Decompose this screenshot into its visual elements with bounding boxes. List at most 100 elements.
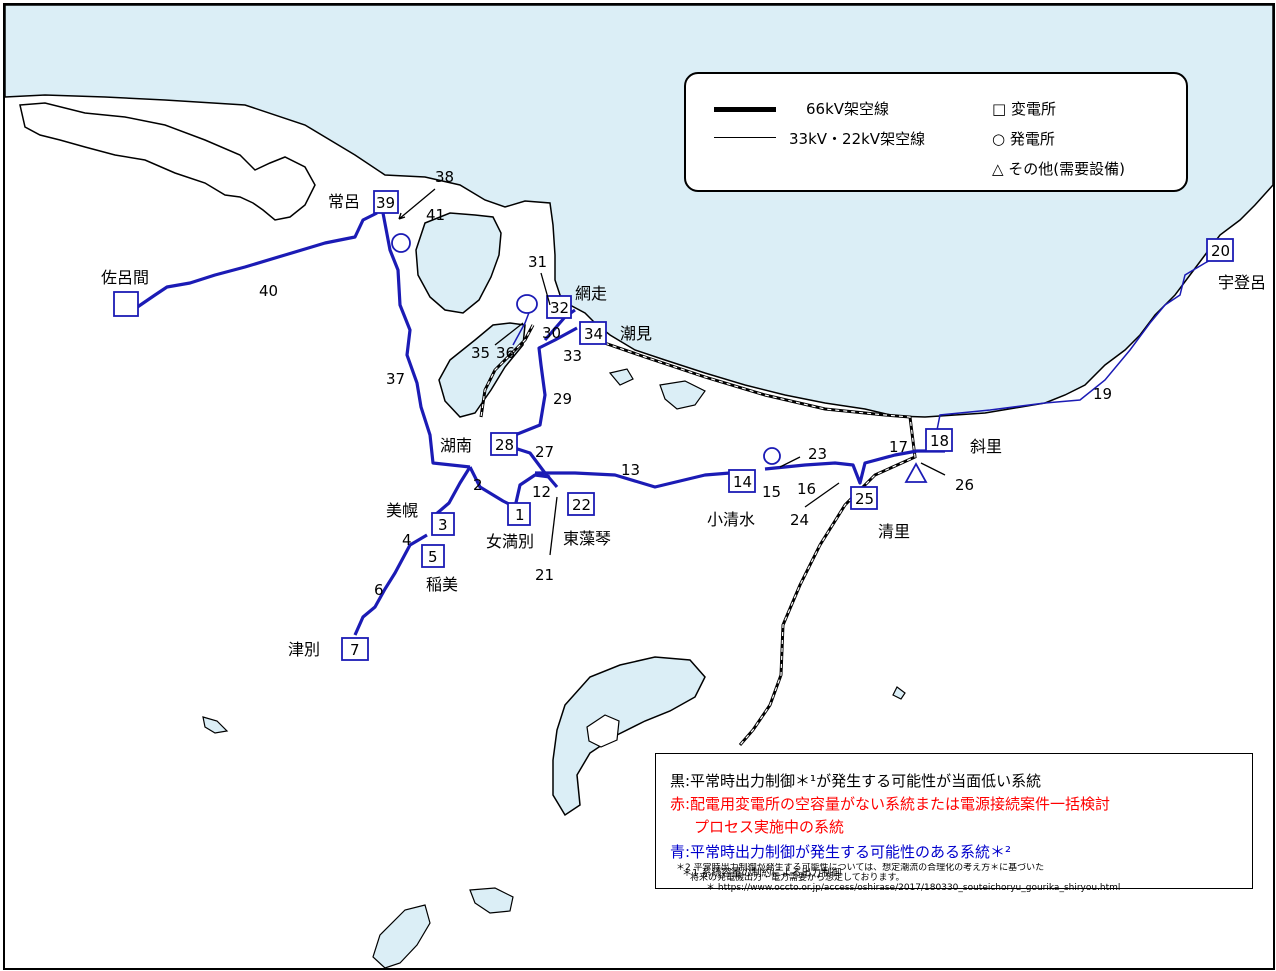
line-num-19: 19 [1093,385,1112,403]
line-num-15: 15 [762,483,781,501]
footnote-2c-line: ＊ https://www.occto.or.jp/access/oshiras… [706,883,1121,893]
line-num-27: 27 [535,443,554,461]
lake-island [586,714,620,748]
substation-18 [925,428,953,452]
station-20: 20 [1211,242,1230,260]
line-num-31: 31 [528,253,547,271]
lagoon [608,368,634,386]
line-num-13: 13 [621,461,640,479]
station-3: 3 [438,516,448,534]
substation-20 [1206,238,1234,262]
substation-saroma [113,291,139,317]
lake-small [892,686,906,700]
legend-33kv-label: 33kV・22kV架空線 [789,130,926,148]
substation-25 [850,486,878,510]
lake-small [202,716,229,734]
line-num-40: 40 [259,282,278,300]
line-num-6: 6 [374,581,384,599]
station-1: 1 [515,506,525,524]
place-utoro: 宇登呂 [1218,273,1266,292]
powerplant-41 [391,233,411,253]
map-frame: 39 32 34 28 1 22 3 5 7 14 25 18 20 佐呂間 常… [3,3,1275,970]
line-num-12: 12 [532,483,551,501]
line-19 [936,254,1221,431]
place-saroma: 佐呂間 [101,268,149,287]
substation-1 [507,502,531,526]
line-num-24: 24 [790,511,809,529]
legend-66kv-label: 66kV架空線 [806,100,890,118]
legend-66kv-line [714,107,776,112]
legend-powerplant: ○ 発電所 [992,130,1055,148]
line-num-36: 36 [496,344,515,362]
place-higashimokoto: 東藻琴 [563,529,611,548]
lake-notoro [415,212,502,314]
place-tokoro: 常呂 [328,192,360,211]
substation-7 [341,637,369,661]
line-num-41: 41 [426,206,445,224]
arrow-35 [494,322,524,346]
station-18: 18 [930,432,949,450]
line-num-26: 26 [955,476,974,494]
station-22: 22 [572,496,591,514]
place-tsubetsu: 津別 [288,640,320,659]
line-num-4: 4 [402,531,412,549]
line-num-29: 29 [553,390,572,408]
station-28: 28 [495,436,514,454]
note-red-1: 赤:配電用変電所の空容量がない系統または電源接続案件一括検討 [670,795,1111,813]
rail-line-dash [480,324,534,418]
line-13 [535,471,731,489]
land-peninsula [19,102,316,221]
line-bihoro [433,466,472,517]
station-14: 14 [733,473,752,491]
line-37 [381,212,471,469]
powerplant-23 [763,447,781,465]
line-num-33: 33 [563,347,582,365]
legend-other: △ その他(需要設備) [992,160,1126,178]
line-35-36 [512,309,531,346]
note-red-2: プロセス実施中の系統 [694,818,845,836]
place-inami: 稲美 [426,575,458,594]
line-num-35: 35 [471,344,490,362]
substation-39 [373,190,399,214]
lake-small [469,887,514,914]
station-7: 7 [350,641,360,659]
place-konan: 湖南 [440,436,472,455]
demand-facility-26 [904,462,928,483]
substation-5 [421,544,445,568]
line-12 [513,473,551,508]
place-kiyosato: 清里 [878,522,910,541]
place-shiomi: 潮見 [620,324,652,343]
station-5: 5 [428,548,438,566]
substation-28 [490,432,518,456]
line-num-37: 37 [386,370,405,388]
lake-south [552,656,706,817]
rail-line-dash [589,337,916,746]
arrow-21 [549,496,558,556]
substation-22 [567,492,595,516]
arrow-23 [779,456,801,468]
line-4-6 [353,533,428,636]
lagoon [659,380,706,410]
place-shari: 斜里 [970,437,1002,456]
place-abashiri: 網走 [575,284,607,303]
footnote-2b-line: 将来の発電機出力・電力需要から想定しております。 [690,873,905,883]
line-num-30: 30 [542,324,561,342]
station-34: 34 [584,325,603,343]
arrow-38 [398,188,436,220]
note-blue: 青:平常時出力制御が発生する可能性のある系統＊² [670,843,1012,861]
notes-box: 黒:平常時出力制御＊¹が発生する可能性が当面低い系統 赤:配電用変電所の空容量が… [655,753,1253,889]
lake-abashiri [438,322,526,418]
place-koshimizu: 小清水 [707,510,755,529]
station-25: 25 [855,490,874,508]
legend-substation: □ 変電所 [992,100,1056,118]
legend-box: 66kV架空線 33kV・22kV架空線 □ 変電所 ○ 発電所 △ その他(需… [684,72,1188,192]
powerplant-31 [516,294,538,314]
substation-3 [431,512,455,536]
line-num-38: 38 [435,168,454,186]
place-memanbetsu: 女満別 [486,532,534,551]
arrow-26 [920,462,946,476]
legend-33kv-line [714,137,776,138]
note-black: 黒:平常時出力制御＊¹が発生する可能性が当面低い系統 [670,772,1042,790]
station-39: 39 [376,194,395,212]
line-29 [514,326,578,437]
